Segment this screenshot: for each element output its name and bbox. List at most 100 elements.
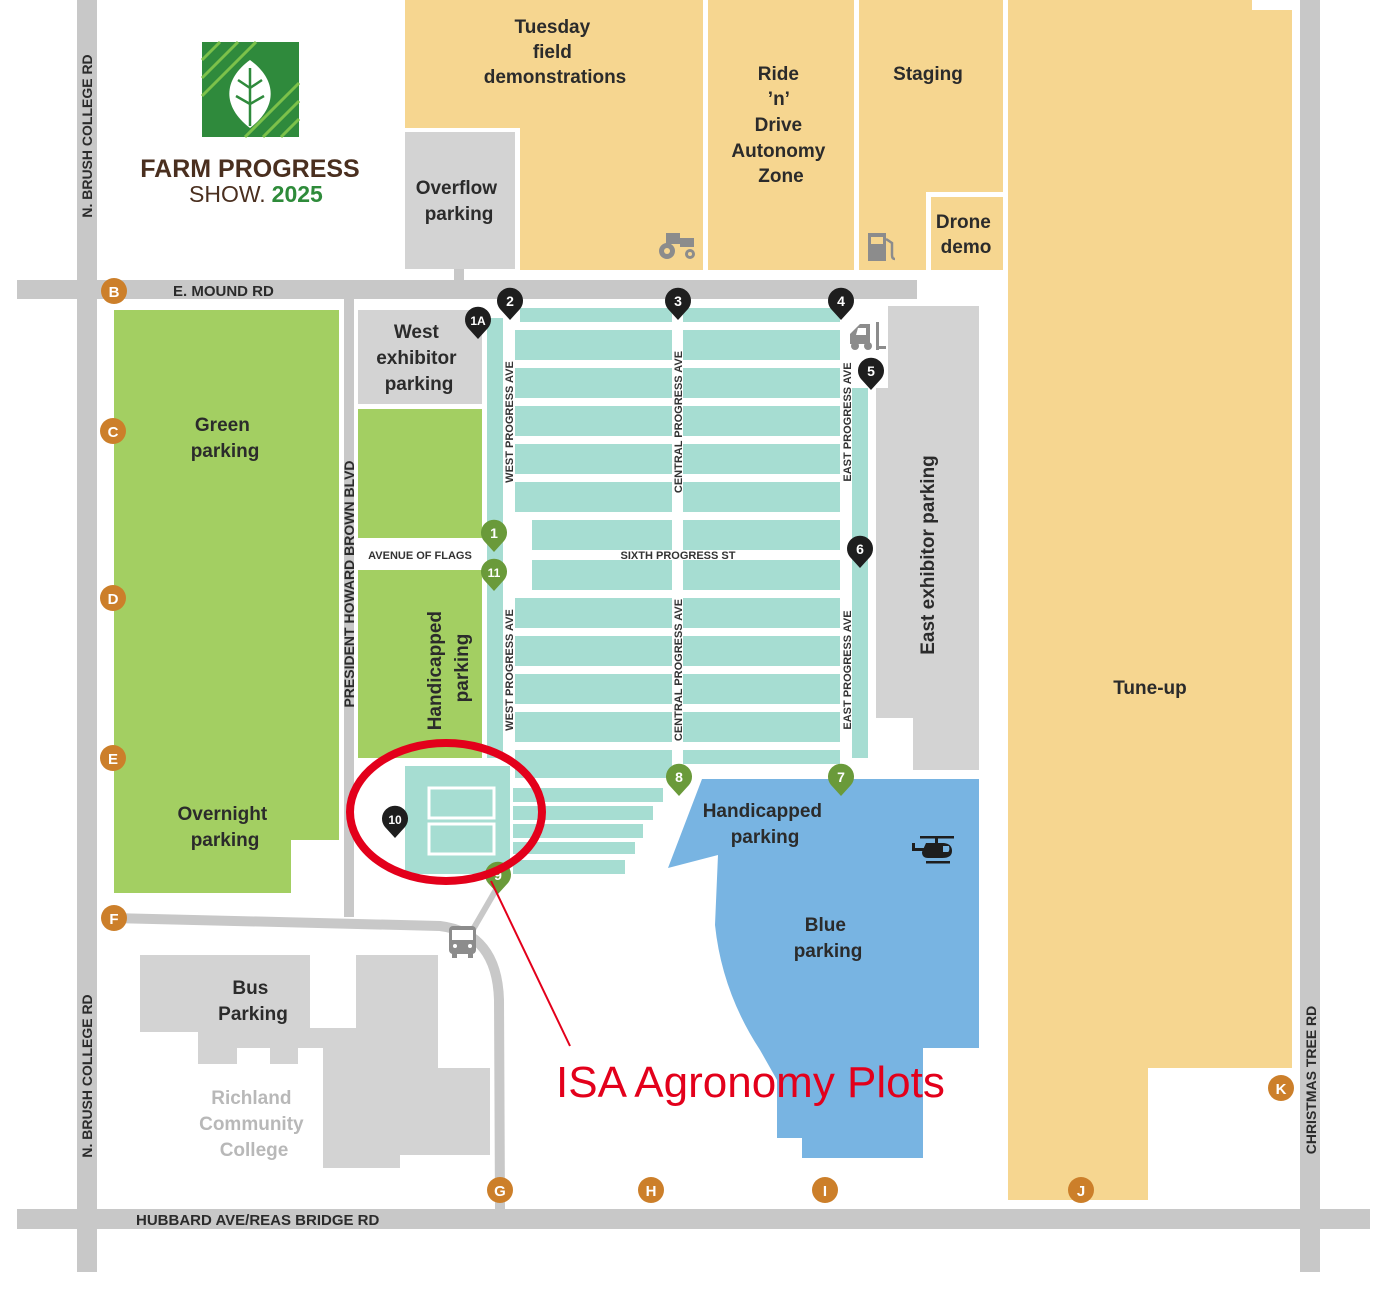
roads — [17, 0, 1370, 1272]
handicapped-west-label: Handicapped parking — [425, 606, 473, 731]
green-lots — [114, 310, 482, 893]
brush-college-north-label: N. BRUSH COLLEGE RD — [79, 54, 95, 217]
gate-i-marker: I — [812, 1177, 838, 1203]
svg-text:11: 11 — [488, 566, 501, 580]
helicopter-icon — [912, 836, 954, 864]
exhibit-block — [515, 406, 672, 436]
bus-parking-lot — [140, 955, 490, 1168]
svg-text:3: 3 — [674, 293, 682, 309]
exhibit-block — [532, 520, 672, 550]
staging-label: Staging — [893, 64, 963, 85]
exhibit-block — [513, 806, 653, 820]
blue-parking-lot — [668, 779, 979, 1158]
exhibit-grid — [405, 308, 868, 874]
gate-j-marker: J — [1068, 1177, 1094, 1203]
exhibit-block — [683, 368, 840, 398]
west-progress-ave-upper-label: WEST PROGRESS AVE — [504, 361, 516, 483]
green-parking-lot — [114, 310, 339, 893]
gate-g-marker: G — [487, 1177, 513, 1203]
exhibit-block — [683, 482, 840, 512]
overflow-parking-label: Overflow parking — [416, 178, 503, 225]
svg-text:D: D — [108, 591, 119, 608]
svg-text:E: E — [108, 751, 118, 768]
exhibit-block — [515, 712, 672, 742]
overflow-parking-lot — [405, 132, 515, 269]
gate-k-marker: K — [1268, 1075, 1294, 1101]
svg-text:J: J — [1077, 1183, 1085, 1200]
exhibit-block — [683, 750, 840, 764]
west-exhibitor-label: West exhibitor parking — [376, 322, 462, 395]
entrance-7-pin: 7 — [828, 763, 854, 796]
staging-area — [859, 0, 1003, 270]
east-progress-ave-lower-label: EAST PROGRESS AVE — [842, 610, 854, 729]
sixth-progress-st-label: SIXTH PROGRESS ST — [621, 550, 736, 562]
annotation-label: ISA Agronomy Plots — [556, 1058, 945, 1107]
isa-annotation: ISA Agronomy Plots — [346, 739, 945, 1107]
svg-text:C: C — [108, 424, 119, 441]
exhibit-block — [515, 598, 672, 628]
gate-d-marker: D — [100, 585, 126, 611]
exhibit-block — [683, 330, 840, 360]
exhibit-block — [513, 860, 625, 874]
entrance-4-pin: 4 — [828, 287, 854, 320]
svg-text:4: 4 — [837, 293, 845, 309]
handicapped-east-label: Handicapped parking — [703, 801, 828, 848]
entrance-5-pin: 5 — [858, 357, 884, 390]
exhibit-block — [513, 824, 643, 838]
gate-h-marker: H — [638, 1177, 664, 1203]
exhibit-block — [513, 788, 663, 802]
exhibit-block — [515, 444, 672, 474]
entrance-10-pin: 10 — [382, 805, 408, 838]
isa-plot-frame — [405, 766, 510, 874]
exhibit-block — [683, 406, 840, 436]
svg-text:H: H — [646, 1183, 657, 1200]
christmas-tree-road-label: CHRISTMAS TREE RD — [1303, 1006, 1319, 1155]
blue-parking-label: Blue parking — [794, 915, 863, 962]
drone-demo-area — [931, 197, 1003, 270]
tractor-icon — [659, 233, 695, 259]
exhibit-block — [683, 598, 840, 628]
mound-road — [17, 280, 917, 299]
exhibit-block — [515, 674, 672, 704]
entrance-pins: 1A 2 3 4 5 6 7 8 — [382, 287, 884, 894]
annotation-circle — [346, 739, 546, 885]
ride-drive-area — [708, 0, 854, 270]
handicapped-west-lot — [358, 570, 482, 758]
exhibit-block — [683, 560, 840, 590]
forklift-icon — [850, 322, 886, 350]
green-lot-north — [358, 409, 482, 538]
entrance-1a-pin: 1A — [465, 306, 491, 339]
tuesday-demo-label: Tuesday field demonstrations — [484, 17, 627, 88]
christmas-tree-road — [1300, 0, 1320, 1272]
svg-text:I: I — [823, 1183, 827, 1200]
svg-text:5: 5 — [867, 363, 875, 379]
east-progress-ave-upper-label: EAST PROGRESS AVE — [842, 362, 854, 481]
exhibit-block — [532, 560, 672, 590]
svg-text:8: 8 — [675, 769, 683, 785]
central-progress-ave-lower-label: CENTRAL PROGRESS AVE — [673, 599, 685, 741]
isa-plot-cells — [427, 786, 496, 856]
west-progress-ave-lower-label: WEST PROGRESS AVE — [504, 609, 516, 731]
richland-college-label: Richland Community College — [199, 1088, 309, 1161]
east-ave-strip — [852, 388, 868, 758]
exhibit-block — [683, 444, 840, 474]
logo-title: FARM PROGRESS — [140, 155, 359, 183]
president-blvd-label: PRESIDENT HOWARD BROWN BLVD — [341, 460, 357, 707]
east-exhibitor-lot — [876, 306, 979, 770]
exhibit-block — [520, 308, 672, 322]
exhibit-block — [515, 330, 672, 360]
gate-f-marker: F — [101, 905, 127, 931]
entrance-6-pin: 6 — [847, 535, 873, 568]
svg-text:7: 7 — [837, 769, 845, 785]
street-labels: AVENUE OF FLAGS SIXTH PROGRESS ST WEST P… — [368, 351, 854, 741]
exhibit-block — [515, 636, 672, 666]
exhibit-block — [683, 674, 840, 704]
annotation-pointer-line — [490, 880, 571, 1047]
svg-text:6: 6 — [856, 541, 864, 557]
central-progress-ave-upper-label: CENTRAL PROGRESS AVE — [673, 351, 685, 493]
exhibit-block — [513, 842, 635, 854]
logo-stripes — [200, 40, 301, 139]
gate-b-marker: B — [101, 278, 127, 304]
exhibit-block — [683, 712, 840, 742]
svg-text:G: G — [494, 1183, 506, 1200]
